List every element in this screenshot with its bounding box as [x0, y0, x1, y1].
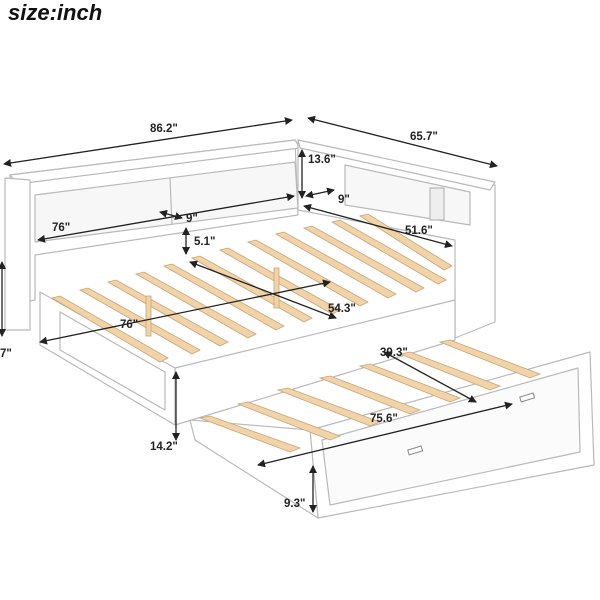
- shelf-height-label: 13.6": [308, 154, 336, 166]
- trundle-clearance-label: 14.2": [150, 441, 178, 453]
- shelf-gap-label: 9": [186, 213, 198, 225]
- overall-width-label: 65.7": [410, 131, 438, 143]
- overall-length-label: 86.2": [150, 123, 178, 135]
- mattress-length-line: [39, 279, 331, 345]
- shelf-depth-label: 9": [338, 194, 350, 206]
- shelf-gap-line: [159, 209, 183, 221]
- overall-width-line: [307, 115, 498, 169]
- trundle-panel-label: 9.3": [284, 498, 305, 510]
- trundle-width-label: 39.3": [380, 347, 408, 359]
- trundle-handle: [519, 392, 536, 403]
- side-cubby-divider: [429, 187, 445, 221]
- dimension-lines: [0, 115, 513, 513]
- dimension-labels: 86.2" 65.7" 13.6" 9" 51.6" 76" 9" 5.1" 5…: [0, 123, 438, 510]
- overall-length-line: [3, 117, 293, 167]
- inner-side-line: [303, 203, 453, 249]
- shelf-depth-line: [305, 187, 335, 199]
- mattress-length-label: 76": [120, 319, 138, 331]
- bed-frame: [4, 139, 595, 519]
- trundle-width-line: [383, 351, 477, 403]
- left-height-label: 7": [0, 348, 12, 360]
- slat: [438, 339, 542, 379]
- units-caption: size:inch: [8, 0, 103, 25]
- support-leg: [273, 267, 280, 309]
- support-leg: [145, 295, 152, 337]
- left-post: [4, 177, 31, 331]
- trundle-length-line: [257, 401, 513, 468]
- headboard-gap-label: 5.1": [194, 236, 215, 248]
- mattress-width-label: 54.3": [328, 303, 356, 315]
- trundle-length-label: 75.6": [370, 413, 398, 425]
- inner-side-label: 51.6": [405, 225, 433, 237]
- shelf-length-label: 76": [52, 222, 70, 234]
